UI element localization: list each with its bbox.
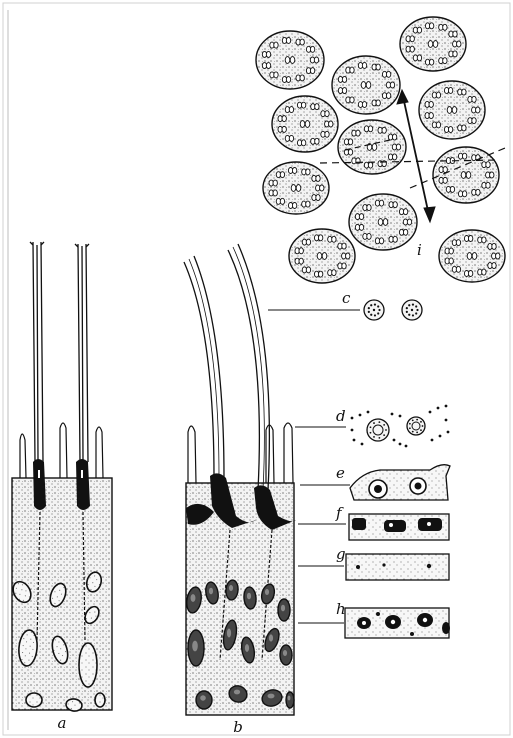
bundle-cross-section xyxy=(272,96,338,152)
label-a: a xyxy=(58,714,67,732)
bundle-cross-section xyxy=(349,194,417,250)
label-h: h xyxy=(336,600,346,618)
bundle-cross-section xyxy=(419,81,485,139)
bundle-cross-section xyxy=(332,56,400,114)
bundle-cross-section xyxy=(400,17,466,71)
bundle-cross-section xyxy=(433,147,499,203)
bundle-cross-section xyxy=(256,31,324,89)
bundle-cross-section xyxy=(289,229,355,283)
bundle-cross-section xyxy=(338,120,406,174)
label-i: i xyxy=(417,241,422,259)
panel-f-section xyxy=(349,514,449,540)
label-b: b xyxy=(233,718,243,736)
label-d: d xyxy=(336,407,346,425)
panel-g-section xyxy=(346,554,449,580)
panel-h-section xyxy=(345,608,450,638)
label-e: e xyxy=(336,464,345,482)
label-g: g xyxy=(336,545,346,563)
label-c: c xyxy=(342,289,351,307)
bundle-cross-section xyxy=(439,230,505,282)
bundle-cross-section xyxy=(263,162,329,214)
